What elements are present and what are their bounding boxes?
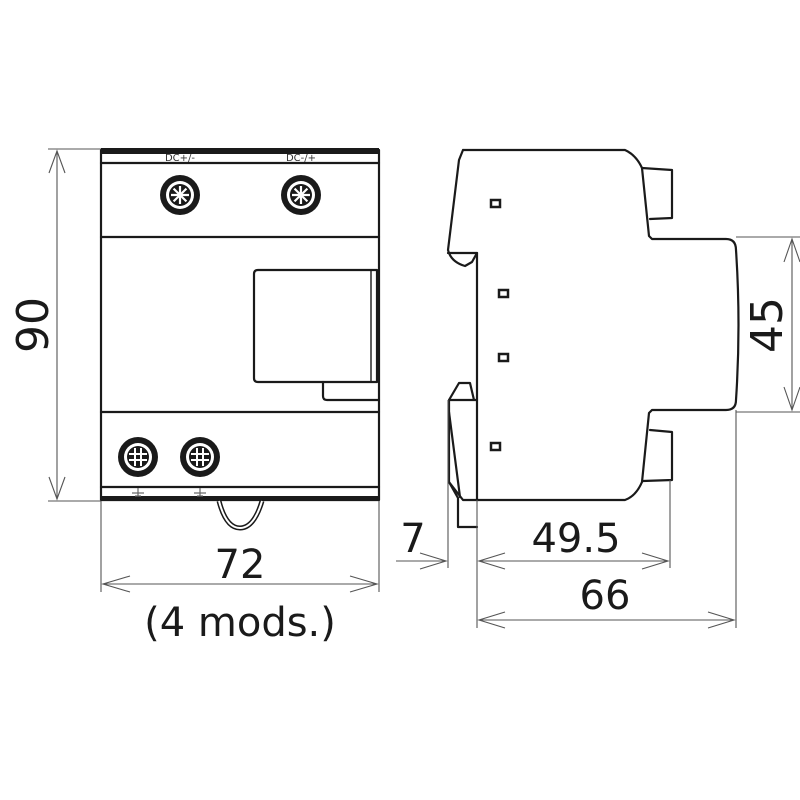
screw-terminal-icon [118, 437, 158, 477]
dim-height: 90 [8, 297, 59, 353]
upper-latch [640, 166, 674, 221]
lower-tab [447, 480, 479, 529]
dim-width-note: (4 mods.) [144, 600, 336, 646]
din-clip [216, 500, 265, 531]
dim-total-depth: 66 [580, 573, 631, 619]
arrow-icon [419, 552, 448, 570]
screw-terminal-icon [180, 437, 220, 477]
hook-edge [447, 410, 462, 499]
terminal-label-1: DC+/- [165, 153, 195, 164]
earth-ground-icon [132, 488, 144, 497]
arrow-icon [783, 237, 800, 263]
lower-latch [641, 428, 674, 483]
front-view: DC+/- DC-/+ [99, 148, 381, 531]
side-view [446, 148, 740, 529]
front-dimensions: 90 72 (4 mods.) [8, 148, 380, 646]
dim-offset: 7 [400, 516, 425, 562]
dim-rail-height: 45 [742, 297, 793, 353]
din-clip-inner [218, 500, 263, 530]
arrow-icon [783, 386, 800, 412]
indicator-window [252, 268, 379, 384]
earth-ground-icon [194, 488, 206, 497]
arrow-icon [707, 611, 736, 629]
arrow-icon [349, 575, 379, 593]
arrow-icon [477, 611, 506, 629]
arrow-icon [101, 575, 131, 593]
release-tab [321, 380, 381, 402]
bottom-edge [101, 496, 379, 501]
side-dimensions: 45 7 49.5 66 [396, 236, 800, 629]
terminal-label-2: DC-/+ [286, 153, 316, 164]
dim-body-depth: 49.5 [531, 516, 620, 562]
vent-slot-icon [489, 198, 510, 452]
screw-terminal-icon [160, 175, 200, 215]
arrow-icon [48, 476, 66, 501]
top-edge [101, 148, 379, 154]
dim-width: 72 [215, 542, 266, 588]
arrow-icon [641, 552, 670, 570]
screw-terminal-icon [281, 175, 321, 215]
arrow-icon [48, 149, 66, 174]
arrow-icon [477, 552, 506, 570]
